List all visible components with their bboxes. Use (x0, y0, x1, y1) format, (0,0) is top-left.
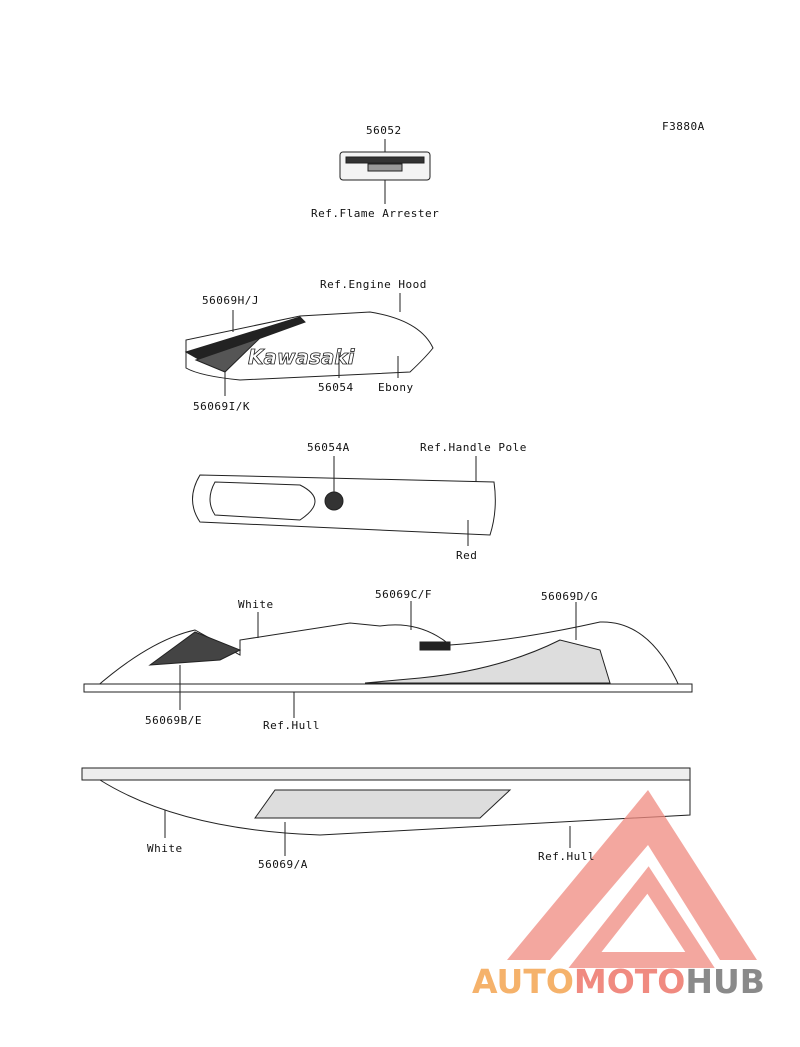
ref-handle-pole: Ref.Handle Pole (420, 441, 527, 454)
part-number-56069dg[interactable]: 56069D/G (541, 590, 598, 603)
part-number-56054a[interactable]: 56054A (307, 441, 350, 454)
engine-hood-decal: Kawasaki (184, 293, 434, 396)
color-red: Red (456, 549, 478, 562)
watermark-logo (507, 790, 757, 968)
part-number-56054[interactable]: 56054 (318, 381, 354, 394)
part-number-56069cf[interactable]: 56069C/F (375, 588, 432, 601)
part-number-56069a[interactable]: 56069/A (258, 858, 308, 871)
part-number-56069hj[interactable]: 56069H/J (202, 294, 259, 307)
watermark-text: AUTOMOTOHUB (472, 962, 765, 1001)
flame-arrester-decal (339, 139, 431, 204)
ref-hull-side: Ref.Hull (263, 719, 320, 732)
part-number-56069ik[interactable]: 56069I/K (193, 400, 250, 413)
ref-engine-hood: Ref.Engine Hood (320, 278, 427, 291)
color-ebony: Ebony (378, 381, 414, 394)
handle-pole-decal (192, 456, 496, 546)
diagram-code: F3880A (662, 120, 705, 133)
hull-side-decal (83, 601, 693, 718)
part-number-56069be[interactable]: 56069B/E (145, 714, 202, 727)
color-white-bottom: White (147, 842, 183, 855)
watermark-auto: AUTO (472, 962, 574, 1001)
watermark-moto: MOTO (573, 962, 686, 1001)
watermark-hub: HUB (685, 962, 765, 1001)
ref-flame-arrester: Ref.Flame Arrester (311, 207, 440, 220)
color-white-side: White (238, 598, 274, 611)
svg-text:Kawasaki: Kawasaki (248, 345, 356, 369)
ref-hull-bottom: Ref.Hull (538, 850, 595, 863)
part-number-56052[interactable]: 56052 (366, 124, 402, 137)
hull-bottom-decal (81, 767, 691, 856)
